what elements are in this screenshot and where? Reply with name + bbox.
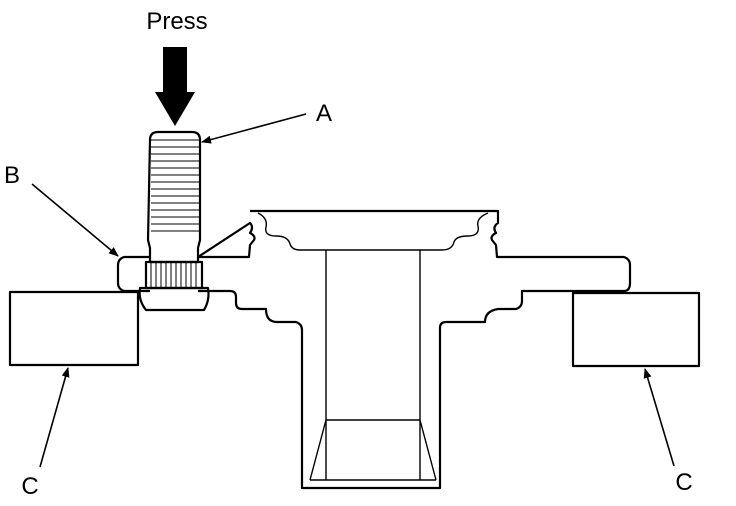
- press-label: Press: [146, 8, 207, 35]
- leader-a: [201, 113, 307, 144]
- hub-bore: [257, 212, 489, 251]
- press-arrow: [155, 47, 195, 126]
- wheel-hub: [116, 209, 632, 490]
- support-block-right: [571, 291, 701, 368]
- label-a: A: [316, 100, 332, 127]
- label-c-left: C: [21, 473, 38, 500]
- wheel-stud: [138, 130, 210, 312]
- label-c-right: C: [675, 469, 692, 496]
- label-b: B: [4, 162, 20, 189]
- leader-c-left: [39, 367, 70, 468]
- leader-b: [31, 183, 119, 257]
- support-block-left: [8, 290, 140, 367]
- hub-bore-walls: [325, 250, 421, 480]
- leader-c-right: [643, 368, 675, 467]
- hub-bore-bottom: [309, 419, 437, 481]
